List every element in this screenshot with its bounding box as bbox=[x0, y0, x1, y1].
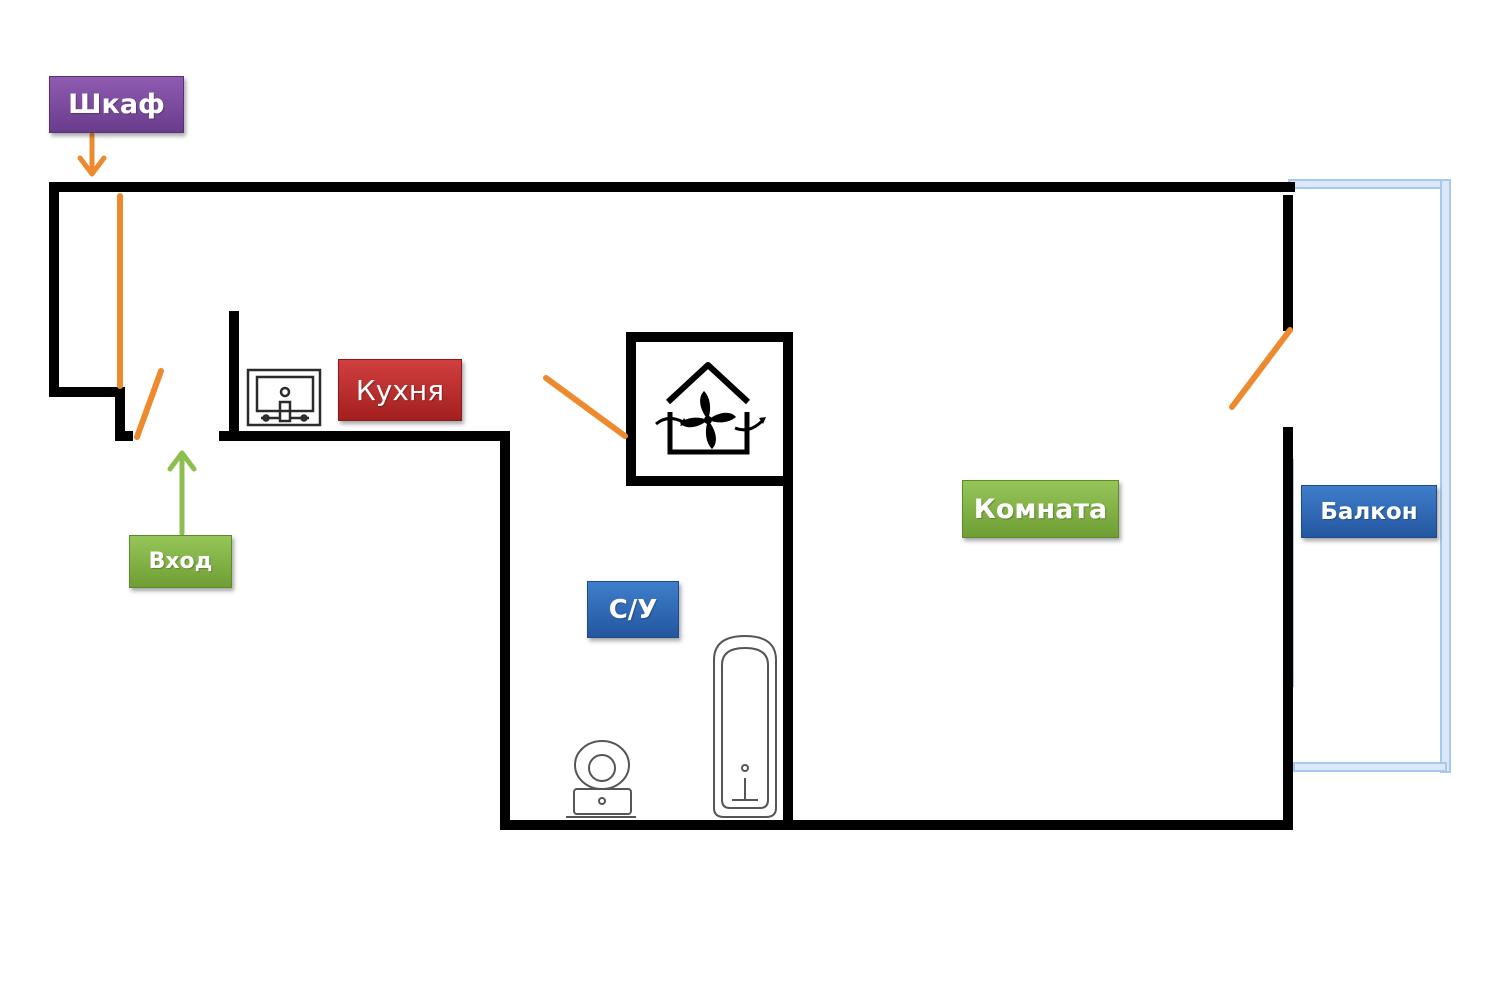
balcony-door bbox=[1229, 327, 1293, 410]
room-label: Комната bbox=[962, 480, 1119, 538]
bathroom-label: С/У bbox=[587, 581, 679, 638]
bathroom-label-text: С/У bbox=[608, 594, 658, 625]
closet-arrow bbox=[77, 132, 107, 177]
closet-label-text: Шкаф bbox=[68, 89, 165, 120]
entrance-arrow bbox=[167, 450, 197, 536]
balcony-label: Балкон bbox=[1301, 485, 1437, 538]
toilet-icon bbox=[566, 740, 636, 818]
kitchen-label-text: Кухня bbox=[355, 373, 445, 407]
bathtub-icon bbox=[713, 634, 777, 818]
wall-vent-shaft bbox=[626, 332, 793, 486]
ventilation-fan-icon bbox=[655, 362, 766, 455]
room-label-text: Комната bbox=[973, 493, 1108, 525]
doors bbox=[117, 193, 1293, 440]
walls bbox=[49, 182, 1295, 830]
closet-label: Шкаф bbox=[49, 76, 184, 133]
balcony-label-text: Балкон bbox=[1320, 498, 1418, 525]
entrance-label-text: Вход bbox=[148, 549, 213, 574]
wall-kitchen-bottom bbox=[219, 431, 1293, 830]
balcony-frame bbox=[1283, 179, 1451, 773]
kitchen-label: Кухня bbox=[338, 359, 462, 421]
entrance-door bbox=[134, 368, 164, 440]
bathroom-door bbox=[543, 375, 628, 439]
entrance-label: Вход bbox=[129, 535, 232, 588]
sink-icon bbox=[246, 368, 322, 427]
wall-outer-left bbox=[49, 182, 1295, 441]
